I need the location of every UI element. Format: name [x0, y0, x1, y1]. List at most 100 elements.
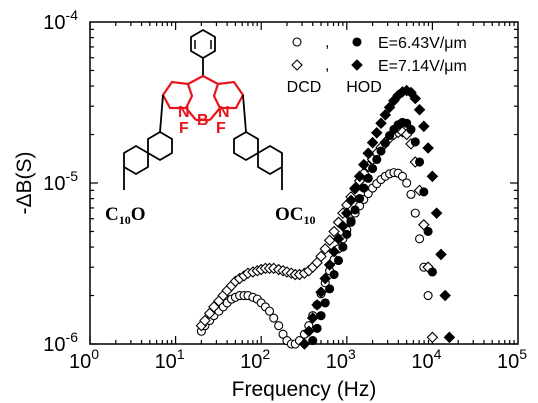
- y-tick-label: 10-5: [43, 168, 78, 195]
- x-axis-label: Frequency (Hz): [232, 378, 377, 401]
- data-point-diamond-open: [208, 301, 220, 313]
- data-point-diamond-filled: [323, 259, 336, 271]
- data-point-circle-filled: [427, 267, 437, 277]
- y-tick-label: 10-4: [43, 7, 78, 34]
- y-tick-label: 10-6: [43, 329, 78, 356]
- data-point-circle-open: [415, 234, 425, 244]
- label-n-right: N: [218, 104, 230, 121]
- data-point-circle-open: [402, 178, 412, 188]
- left-naph-ring-2: [123, 144, 149, 176]
- data-point-diamond-open: [328, 225, 340, 238]
- data-point-diamond-filled: [349, 182, 361, 194]
- right-naph-ring-1: [233, 130, 259, 162]
- data-point-diamond-filled: [443, 331, 456, 344]
- data-point-circle-filled: [346, 217, 356, 227]
- left-naph-ring-1: [147, 130, 173, 162]
- data-point-diamond-filled: [341, 207, 353, 219]
- data-point-diamond-filled: [418, 120, 430, 133]
- x-tick-label: 101: [155, 346, 185, 373]
- data-point-diamond-filled: [430, 207, 443, 219]
- data-point-circle-filled: [325, 284, 335, 294]
- legend-marker-diamond-filled: [351, 59, 363, 71]
- data-point-circle-filled: [372, 154, 382, 165]
- data-point-circle-filled: [312, 323, 322, 333]
- data-point-diamond-filled: [426, 170, 439, 183]
- y-tick-labels: 10-6 10-5 10-4: [43, 7, 78, 356]
- data-point-circle-filled: [338, 242, 348, 252]
- data-point-circle-filled: [380, 138, 390, 148]
- right-naph-ring-2: [257, 144, 283, 176]
- data-point-circle-filled: [423, 226, 433, 237]
- x-tick-label: 104: [411, 346, 441, 373]
- inset-structure: N B N F F C10O OC10: [105, 28, 316, 227]
- data-point-diamond-open: [199, 314, 211, 327]
- data-point-diamond-filled: [303, 325, 315, 338]
- x-tick-label: 105: [497, 346, 527, 373]
- data-point-circle-open: [397, 171, 408, 181]
- data-point-diamond-filled: [375, 117, 387, 130]
- series-diamond-filled: [298, 84, 456, 350]
- data-point-circle-filled: [308, 336, 318, 346]
- data-point-diamond-open: [319, 243, 332, 255]
- data-point-circle-filled: [376, 146, 386, 156]
- data-point-circle-filled: [415, 157, 425, 167]
- legend-label: E=6.43V/μm: [378, 35, 467, 52]
- legend-separator: ,: [325, 34, 329, 51]
- data-point-diamond-open: [315, 250, 327, 263]
- data-point-circle-filled: [385, 131, 395, 141]
- legend-label: E=7.14V/μm: [378, 58, 467, 75]
- data-point-diamond-open: [426, 331, 439, 344]
- data-point-circle-open: [264, 306, 275, 316]
- data-point-circle-open: [278, 329, 288, 339]
- data-point-diamond-filled: [366, 136, 379, 149]
- data-point-diamond-filled: [337, 220, 349, 232]
- data-point-diamond-filled: [328, 245, 340, 258]
- data-point-circle-filled: [316, 311, 326, 321]
- data-point-diamond-open: [323, 234, 336, 247]
- data-point-diamond-filled: [379, 109, 392, 121]
- data-point-circle-filled: [359, 183, 369, 193]
- left-link: [159, 94, 164, 133]
- data-point-diamond-filled: [371, 127, 383, 139]
- data-point-circle-open: [274, 321, 284, 331]
- data-point-circle-filled: [333, 255, 344, 266]
- data-point-diamond-filled: [332, 233, 345, 245]
- y-axis-label: -ΔB(S): [13, 151, 36, 214]
- data-point-diamond-filled: [409, 92, 422, 105]
- data-point-diamond-filled: [311, 299, 323, 311]
- legend-separator: ,: [325, 57, 329, 74]
- label-f-right: F: [216, 120, 226, 137]
- data-point-diamond-filled: [345, 194, 357, 207]
- data-point-circle-filled: [350, 205, 360, 215]
- data-point-diamond-filled: [383, 101, 396, 114]
- data-point-circle-filled: [329, 270, 339, 280]
- data-point-circle-open: [269, 313, 279, 323]
- data-point-circle-filled: [363, 173, 373, 183]
- x-tick-label: 100: [69, 346, 99, 373]
- data-point-circle-open: [410, 208, 420, 218]
- label-n-left: N: [178, 104, 190, 121]
- legend-column-hod: HOD: [346, 79, 382, 96]
- legend-marker-circle-open: [292, 37, 302, 47]
- data-point-diamond-filled: [413, 103, 426, 116]
- data-point-circle-filled: [410, 137, 420, 147]
- data-point-diamond-filled: [306, 312, 319, 324]
- series-layer: [195, 84, 456, 350]
- data-point-diamond-filled: [353, 170, 366, 183]
- data-point-diamond-filled: [298, 338, 311, 350]
- x-tick-label: 103: [326, 346, 356, 373]
- left-substituent: C10O: [105, 204, 146, 227]
- legend-marker-circle-filled: [352, 37, 362, 47]
- data-point-circle-filled: [342, 229, 352, 239]
- label-b: B: [197, 112, 209, 129]
- axis-ticks: [89, 22, 518, 345]
- data-point-circle-open: [423, 290, 433, 301]
- data-point-circle-filled: [406, 124, 416, 135]
- data-point-circle-filled: [419, 187, 429, 197]
- bodipy-core: [161, 75, 245, 122]
- data-point-diamond-filled: [362, 147, 375, 160]
- right-substituent: OC10: [275, 204, 316, 227]
- data-point-circle-filled: [355, 194, 365, 204]
